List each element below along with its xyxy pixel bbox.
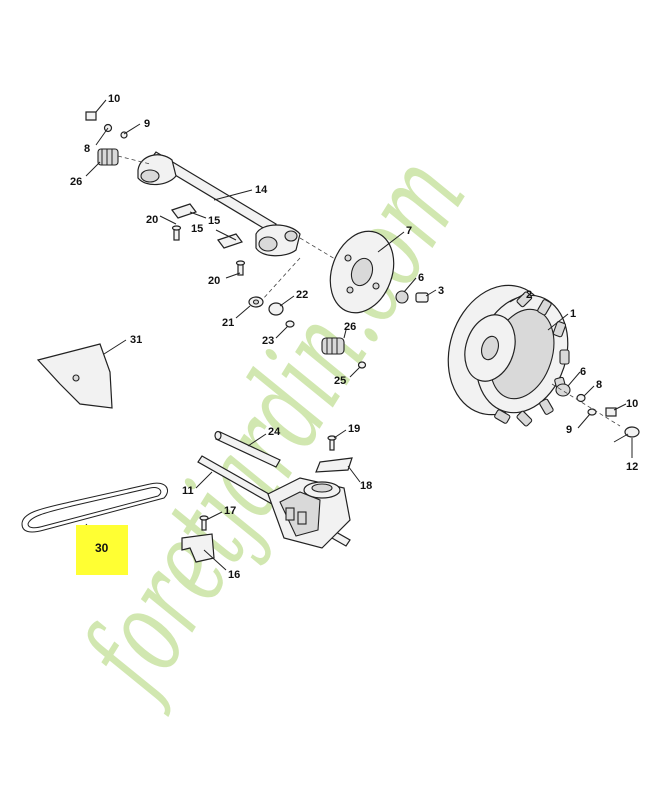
part-9-washer-b [587, 408, 597, 416]
part-labels: 10 9 8 26 14 15 20 15 20 7 6 3 2 1 22 21… [70, 93, 638, 581]
label-6-a: 6 [418, 272, 424, 284]
part-20-screw-a [171, 225, 182, 241]
label-8-top: 8 [84, 143, 90, 155]
label-12: 12 [626, 461, 638, 473]
part-1-2-wheel [447, 284, 570, 427]
label-10-b: 10 [626, 398, 638, 410]
part-23-washer [285, 320, 295, 328]
label-11: 11 [182, 485, 194, 497]
part-17-screw [199, 515, 209, 531]
part-18-plate [315, 457, 353, 473]
part-6-bearing-a [395, 290, 409, 304]
label-23: 23 [262, 335, 274, 347]
part-24-rod [214, 430, 281, 468]
label-15-b: 15 [191, 223, 203, 235]
gearbox [267, 477, 351, 549]
part-10-bolt-top [85, 111, 97, 121]
label-20-b: 20 [208, 275, 220, 287]
label-26-top: 26 [70, 176, 82, 188]
label-17: 17 [224, 505, 236, 517]
label-25: 25 [334, 375, 346, 387]
label-24: 24 [268, 426, 281, 438]
label-20-a: 20 [146, 214, 158, 226]
label-3: 3 [438, 285, 444, 297]
label-9-top: 9 [144, 118, 150, 130]
part-3-pin [415, 292, 429, 303]
label-30: 30 [95, 541, 109, 555]
label-22: 22 [296, 289, 308, 301]
part-25-washer [357, 361, 367, 369]
label-6-b: 6 [580, 366, 586, 378]
label-8-b: 8 [596, 379, 602, 391]
axle-assembly [85, 111, 341, 301]
label-15-a: 15 [208, 215, 220, 227]
part-10-bolt-b [605, 407, 617, 417]
label-14: 14 [255, 184, 268, 196]
part-22-nut [268, 302, 284, 316]
part-26-bushing-top [97, 148, 119, 166]
label-9-b: 9 [566, 424, 572, 436]
label-16: 16 [228, 569, 240, 581]
highlight-box-30 [76, 525, 128, 575]
small-parts-group [248, 296, 367, 369]
part-15-clip-b [217, 233, 243, 249]
part-8-washer-b [576, 393, 586, 403]
part-19-screw [327, 435, 337, 451]
label-10-top: 10 [108, 93, 120, 105]
part-30-belt [21, 482, 168, 533]
label-2: 2 [526, 289, 532, 301]
part-20-screw-b [235, 260, 246, 276]
part-12-clip [613, 426, 640, 443]
label-7: 7 [406, 225, 412, 237]
part-16-bracket [181, 533, 215, 563]
part-26-bushing-mid [321, 337, 345, 355]
label-18: 18 [360, 480, 372, 492]
right-small-parts [551, 383, 640, 443]
label-21: 21 [222, 317, 234, 329]
label-19: 19 [348, 423, 360, 435]
label-26-mid: 26 [344, 321, 356, 333]
part-15-clip-a [171, 203, 197, 219]
label-31: 31 [130, 334, 142, 346]
label-1: 1 [570, 308, 576, 320]
